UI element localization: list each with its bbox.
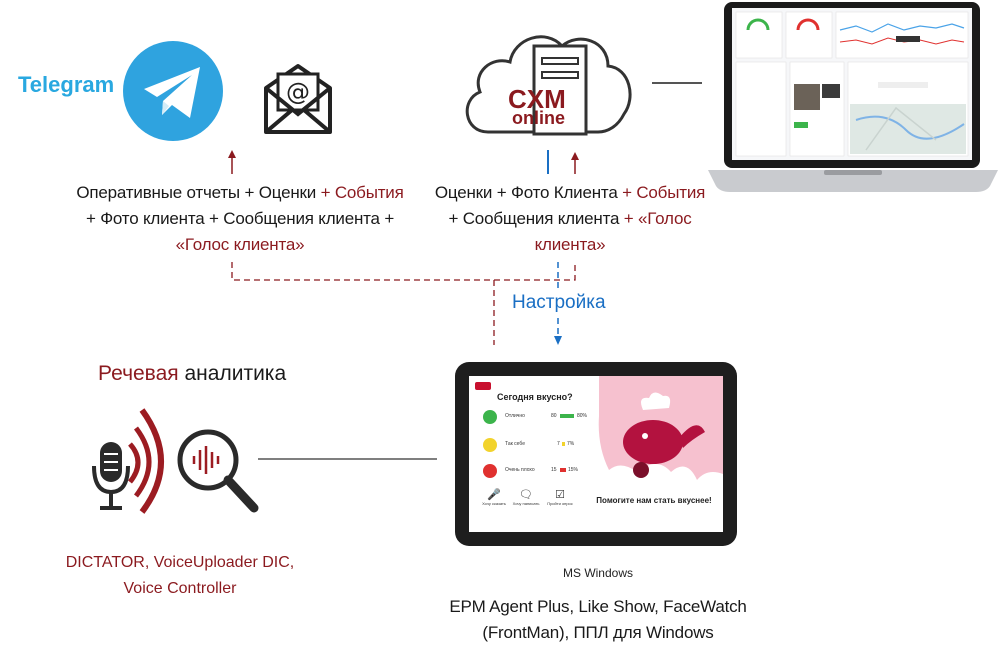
speech-caption: DICTATOR, VoiceUploader DIC, Voice Contr… — [60, 550, 300, 602]
svg-text:@: @ — [286, 78, 310, 106]
apps-caption-line2: (FrontMan), ППЛ для Windows — [482, 623, 714, 642]
message-icon: 🗨 — [519, 489, 533, 501]
bar-bad — [560, 468, 566, 472]
speech-analytics-title: Речевая аналитика — [98, 362, 286, 386]
speech-analytics-icon — [92, 408, 259, 514]
neutral-face-icon — [483, 438, 497, 452]
caption-right-line1-b: + События — [617, 183, 706, 202]
caption-left-line3: «Голос клиента» — [175, 235, 305, 254]
connector-line — [652, 82, 702, 84]
caption-left-line2: + Фото клиента + Сообщения клиента + — [85, 209, 395, 228]
bar-excellent — [560, 414, 574, 418]
ms-windows-label: MS Windows — [562, 566, 633, 580]
speech-title-red: Речевая — [98, 362, 179, 385]
telegram-icon — [123, 41, 223, 141]
apps-caption: EPM Agent Plus, Like Show, FaceWatch (Fr… — [448, 594, 748, 646]
sad-face-icon — [483, 464, 497, 478]
checkbox-icon: ☑ — [555, 489, 565, 501]
speech-title-rest: аналитика — [178, 362, 287, 385]
speech-caption-line2: Voice Controller — [123, 580, 237, 597]
setup-label: Настройка — [512, 292, 606, 313]
screen-footer: Помогите нам стать вкуснее! — [596, 496, 712, 505]
laptop-dashboard-icon — [708, 2, 998, 192]
tablet-screen: Сегодня вкусно? Отлично 80 80% Так себе … — [469, 376, 723, 532]
bar-average — [562, 442, 565, 446]
telegram-label: Telegram — [18, 72, 115, 97]
caption-left-line1-a: Оперативные отчеты + Оценки — [76, 183, 317, 202]
cxm-brand-top: CXM — [508, 84, 566, 114]
action-write[interactable]: 🗨 Хочу написать — [512, 489, 540, 506]
action-say[interactable]: 🎤 Хочу сказать — [479, 488, 509, 506]
apps-caption-line1: EPM Agent Plus, Like Show, FaceWatch — [449, 597, 747, 616]
caption-right: Оценки + Фото Клиента + События + Сообще… — [420, 180, 720, 258]
restaurant-logo-icon — [475, 382, 491, 390]
caption-right-line1-a: Оценки + Фото Клиента — [434, 183, 618, 202]
caption-right-line2-a: + Сообщения клиента — [448, 209, 620, 228]
caption-right-line3: клиента» — [534, 235, 606, 254]
microphone-icon: 🎤 — [487, 489, 501, 501]
cxm-brand-bottom: online — [512, 108, 565, 128]
caption-left: Оперативные отчеты + Оценки + События + … — [60, 180, 420, 258]
survey-title: Сегодня вкусно? — [497, 392, 573, 402]
caption-right-line2-b: + «Голос — [619, 209, 692, 228]
cxm-cloud-icon: CXM online — [465, 35, 632, 136]
caption-left-line1-b: + События — [316, 183, 404, 202]
whale-chef-illustration — [598, 376, 723, 480]
email-envelope-icon: @ — [264, 64, 332, 134]
speech-caption-line1: DICTATOR, VoiceUploader DIC, — [65, 554, 295, 571]
smile-icon — [483, 410, 497, 424]
action-survey[interactable]: ☑ Пройти опрос — [545, 488, 575, 506]
